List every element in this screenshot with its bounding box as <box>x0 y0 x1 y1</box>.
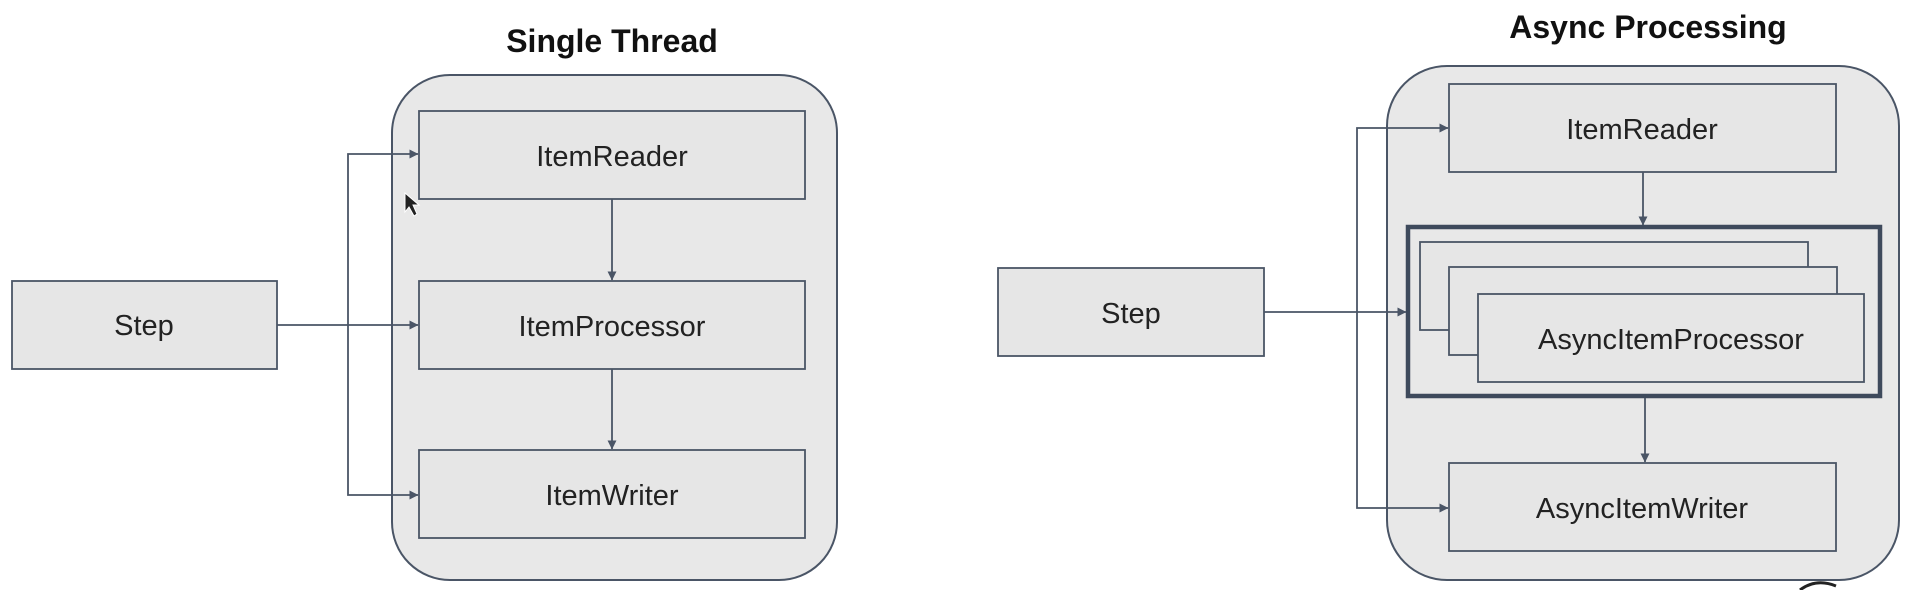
async-reader-shape <box>1448 83 1837 173</box>
async-processor-label: AsyncItemProcessor <box>1538 324 1804 356</box>
item-processor-shape <box>418 280 806 370</box>
single-thread-reader-box: ItemReader <box>418 110 806 200</box>
item-processor-label: ItemProcessor <box>519 311 706 343</box>
async-writer-shape <box>1448 462 1837 552</box>
single-thread-writer-box: ItemWriter <box>418 449 806 539</box>
mouse-cursor-icon <box>404 191 421 217</box>
edge-artifact-shape <box>1799 581 1837 590</box>
async-reader-label: ItemReader <box>1566 114 1718 146</box>
async-processing-title: Async Processing <box>1509 9 1786 45</box>
async-processor-group: AsyncItemProcessor <box>1405 224 1883 399</box>
async-processing-diagram: Async Processing Step ItemReader AsyncIt… <box>997 9 1900 581</box>
single-thread-diagram: Single Thread Step ItemReader ItemProces… <box>11 23 838 581</box>
item-writer-shape <box>418 449 806 539</box>
async-writer-box: AsyncItemWriter <box>1448 462 1837 552</box>
item-reader-shape <box>418 110 806 200</box>
single-thread-step-box: Step <box>11 280 278 370</box>
async-step-to-reader-arrow <box>1356 123 1449 312</box>
async-processor-stack-front <box>1477 293 1865 383</box>
item-reader-label: ItemReader <box>536 141 688 173</box>
step-to-writer-arrow <box>347 325 419 500</box>
async-reader-box: ItemReader <box>1448 83 1837 173</box>
item-writer-label: ItemWriter <box>545 480 679 512</box>
step-to-reader-arrow <box>347 149 419 325</box>
single-thread-title: Single Thread <box>506 23 718 59</box>
step-box-label: Step <box>114 310 174 342</box>
async-step-to-writer-arrow <box>1356 312 1449 513</box>
async-writer-label: AsyncItemWriter <box>1536 493 1749 525</box>
async-processor-frame <box>1405 224 1883 399</box>
single-thread-processor-box: ItemProcessor <box>418 280 806 370</box>
step-box-shape <box>11 280 278 370</box>
async-step-label: Step <box>1101 298 1161 330</box>
async-step-box: Step <box>997 267 1265 357</box>
